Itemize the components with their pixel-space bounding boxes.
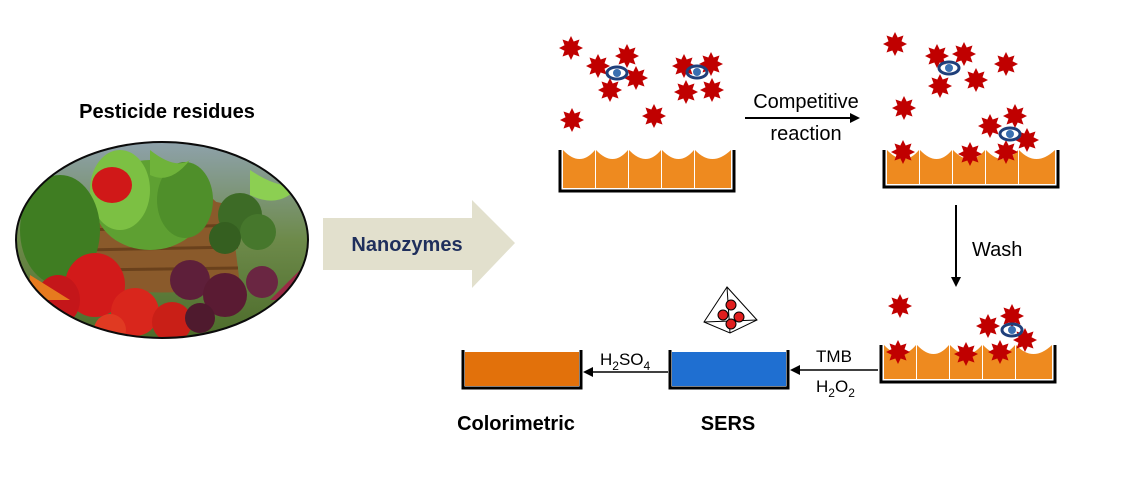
antigen-star xyxy=(883,32,907,56)
antigen-star xyxy=(925,44,949,68)
antigen-star xyxy=(952,42,976,66)
antigen-star xyxy=(994,140,1018,164)
antibody-icon xyxy=(998,126,1022,142)
antigen-star xyxy=(891,140,915,164)
antigen-star xyxy=(886,340,910,364)
antigen-star xyxy=(598,78,622,102)
antigen-star xyxy=(699,52,723,76)
nanozymes-label: Nanozymes xyxy=(351,234,462,256)
colorimetric-label: Colorimetric xyxy=(457,413,575,435)
antibody-icon xyxy=(937,60,961,76)
vegetables-photo xyxy=(15,141,309,339)
competitive-label: Competitive xyxy=(753,91,859,113)
antigen-star xyxy=(958,142,982,166)
tmb-label: TMB xyxy=(816,347,852,366)
sers-label: SERS xyxy=(701,413,755,435)
well-initial xyxy=(558,150,736,193)
sers-well xyxy=(668,350,790,390)
antigen-star xyxy=(928,74,952,98)
antibody-icon xyxy=(1000,322,1024,338)
h2o2-label: H2O2 xyxy=(816,377,855,400)
antigen-star xyxy=(700,78,724,102)
h2so4-label: H2SO4 xyxy=(600,350,651,373)
nanozymes-arrow: Nanozymes xyxy=(323,200,515,288)
antigen-star xyxy=(964,68,988,92)
title-pesticide-residues: Pesticide residues xyxy=(79,101,255,123)
colorimetric-well xyxy=(461,350,583,390)
antigen-star xyxy=(560,108,584,132)
wash-label: Wash xyxy=(972,239,1022,261)
antigen-star xyxy=(586,54,610,78)
antigen-star xyxy=(954,342,978,366)
antigen-star xyxy=(642,104,666,128)
antigen-star xyxy=(1000,304,1024,328)
antigen-star xyxy=(1013,328,1037,352)
nanozyme-crystal-icon xyxy=(703,286,758,334)
antigen-stars xyxy=(559,32,1039,366)
antibody-icon xyxy=(685,64,709,80)
antigen-star xyxy=(672,54,696,78)
antigen-star xyxy=(978,114,1002,138)
antigen-star xyxy=(888,294,912,318)
antibody-icons xyxy=(605,60,1024,338)
antigen-star xyxy=(988,340,1012,364)
antigen-star xyxy=(615,44,639,68)
antigen-star xyxy=(624,66,648,90)
antigen-star xyxy=(976,314,1000,338)
reaction-label: reaction xyxy=(770,123,841,145)
antigen-star xyxy=(674,80,698,104)
antigen-star xyxy=(892,96,916,120)
antigen-star xyxy=(994,52,1018,76)
antigen-star xyxy=(559,36,583,60)
antibody-icon xyxy=(605,65,629,81)
antigen-star xyxy=(1003,104,1027,128)
